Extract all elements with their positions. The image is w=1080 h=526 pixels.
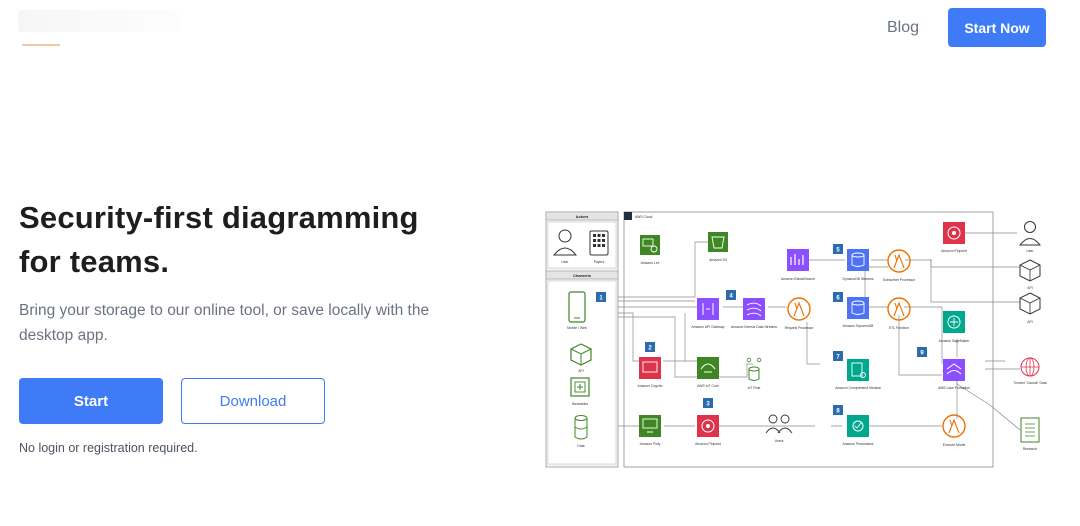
step-badge-1: 1: [599, 296, 603, 302]
service-etl-label: ETL Function: [889, 326, 909, 330]
amazon-polly-icon: [639, 415, 661, 437]
aws-cloud-label: AWS Cloud: [635, 215, 653, 219]
amazon-kinesis-icon: [743, 298, 765, 320]
service-apigw-label: Amazon API Gateway: [692, 325, 725, 329]
download-button[interactable]: Download: [181, 378, 325, 424]
aws-lake-formation-icon: [943, 359, 965, 381]
logo-underline: [22, 44, 60, 46]
actor-user-label: User: [561, 260, 569, 264]
service-s3-label: Amazon S3: [709, 258, 727, 262]
lambda-icon: [887, 249, 911, 273]
service-comprehend-label: Amazon Comprehend Medical: [835, 386, 881, 390]
service-kinesis-label: Amazon Kinesis Data Streams: [731, 325, 777, 329]
step-badges: 1 2 3 4 5 6 7 8 9: [596, 244, 927, 415]
user-icon: [552, 229, 578, 256]
external-api-label-2: API: [1027, 320, 1033, 324]
amazon-pinpoint-icon: [943, 222, 965, 244]
mobile-icon: [568, 291, 586, 323]
external-user-label: User: [1026, 249, 1034, 253]
actors-box: [547, 221, 617, 269]
service-iotcore-label: AWS IoT Core: [697, 384, 719, 388]
service-es-label: Amazon ElasticSearch: [781, 277, 815, 281]
amazon-lex-icon: [640, 235, 660, 255]
amazon-dynamodb-icon: [847, 297, 869, 319]
start-button[interactable]: Start: [19, 378, 163, 424]
trusted-data-globe-icon: [1020, 357, 1040, 377]
architecture-diagram: Actors Channels User Payers Mobile / Web…: [545, 209, 1050, 471]
channel-mobile-label: Mobile / Web: [567, 326, 587, 330]
step-badge-3: 3: [706, 402, 710, 408]
service-pinpoint-label: Amazon Pinpoint: [695, 442, 721, 446]
channel-wearables-label: Wearables: [572, 402, 588, 406]
step-badge-4: 4: [729, 294, 733, 300]
channels-box: [547, 280, 617, 465]
lambda-icon: [787, 297, 811, 321]
external-api-cube-icon: [1019, 259, 1041, 282]
step-badge-9: 9: [920, 351, 924, 357]
external-api-label-1: API: [1027, 286, 1033, 290]
external-user-icon: [1018, 221, 1042, 246]
channels-header: Channels: [573, 273, 592, 278]
service-ddb-label: Amazon DynamoDB: [843, 324, 874, 328]
research-document-icon: [1020, 417, 1040, 443]
service-cognito-label: Amazon Cognito: [637, 384, 662, 388]
channels-header-bar: [545, 270, 619, 280]
dynamodb-streams-icon: [847, 249, 869, 271]
step-badge-8: 8: [836, 409, 840, 415]
service-lake-label: AWS Lake Formation: [938, 386, 970, 390]
database-icon: [574, 415, 588, 440]
amazon-pinpoint-icon: [697, 415, 719, 437]
channel-data-label: Data: [577, 444, 584, 448]
service-users-label: Users: [775, 439, 784, 443]
amazon-cognito-icon: [639, 357, 661, 379]
chip-icon: [570, 377, 590, 397]
amazon-comprehend-icon: [847, 359, 869, 381]
service-reqproc-label: Request Processor: [785, 326, 815, 330]
aws-cloud-icon: [624, 212, 632, 220]
service-pinpoint-top-label: Amazon Pinpoint: [941, 249, 967, 253]
amazon-api-gateway-icon: [697, 298, 719, 320]
start-now-button[interactable]: Start Now: [948, 8, 1046, 47]
logo[interactable]: [18, 10, 178, 32]
external-research-label: Research: [1023, 447, 1038, 451]
external-trusted-data-label: Trusted "Causal" Data: [1013, 381, 1046, 385]
amazon-sagemaker-icon: [943, 311, 965, 333]
amazon-personalize-icon: [847, 415, 869, 437]
service-execmodel-label: Execute Model: [943, 443, 966, 447]
hero-title-line1: Security-first diagramming: [19, 200, 419, 235]
service-lex-label: Amazon Lex: [641, 261, 660, 265]
api-cube-icon: [570, 343, 592, 366]
service-subproc-label: Subscriber Processor: [883, 278, 916, 282]
step-badge-5: 5: [836, 248, 840, 254]
grid-device-icon: [589, 230, 609, 256]
actors-header-bar: [545, 211, 619, 221]
amazon-s3-icon: [708, 232, 728, 252]
hero-title: Security-first diagramming for teams.: [19, 196, 479, 284]
hero-subtitle: Bring your storage to our online tool, o…: [19, 302, 430, 344]
external-api-cube-icon: [1019, 292, 1041, 315]
actors-header: Actors: [576, 214, 589, 219]
users-icon: [765, 414, 793, 434]
step-badge-2: 2: [648, 346, 652, 352]
amazon-elasticsearch-icon: [787, 249, 809, 271]
aws-iot-core-icon: [697, 357, 719, 379]
actor-payers-label: Payers: [594, 260, 605, 264]
service-personalize-label: Amazon Personalize: [842, 442, 873, 446]
service-ddbs-label: DynamoDB Streams: [843, 277, 874, 281]
diagram-svg: Actors Channels User Payers Mobile / Web…: [545, 211, 1047, 468]
iot-rule-icon: [746, 357, 762, 381]
service-iotrule-label: IoT Rule: [748, 386, 761, 390]
step-badge-7: 7: [836, 355, 840, 361]
nav-blog-link[interactable]: Blog: [887, 19, 920, 36]
service-sagemaker-label: Amazon SageMaker: [939, 339, 971, 343]
hero-title-line2: for teams.: [19, 244, 170, 279]
lambda-icon: [887, 297, 911, 321]
lambda-icon: [942, 414, 966, 438]
service-polly-label: Amazon Polly: [640, 442, 661, 446]
no-login-note: No login or registration required.: [19, 441, 198, 455]
step-badge-6: 6: [836, 296, 840, 302]
channel-api-label: API: [578, 369, 584, 373]
